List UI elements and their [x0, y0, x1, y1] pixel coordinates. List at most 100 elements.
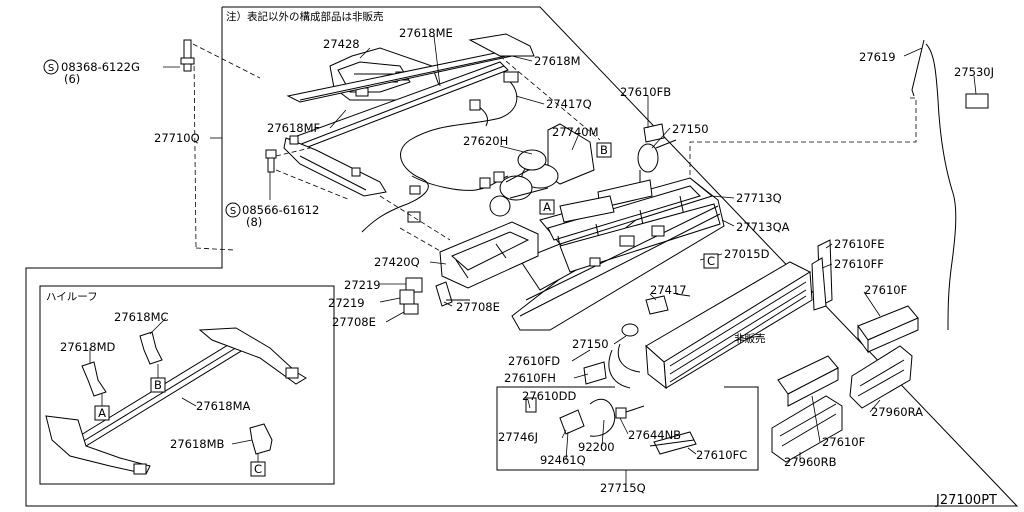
tray-27420Q: [439, 221, 539, 289]
not-sold-label: 非販売: [734, 332, 766, 345]
svg-text:A: A: [543, 200, 551, 214]
label-27219-a: 27219: [344, 278, 381, 292]
highroof-label: ハイルーフ: [46, 291, 98, 303]
label-27618M: 27618M: [534, 54, 581, 68]
label-27715Q: 27715Q: [600, 481, 646, 495]
label-27428: 27428: [323, 37, 360, 51]
heater-core: [645, 261, 813, 390]
label-27610FD: 27610FD: [508, 354, 560, 368]
dash-guide-left: [193, 57, 197, 249]
bracket-27618MC: [139, 331, 163, 365]
drain-tube-27619: [925, 43, 957, 331]
label-27417: 27417: [650, 283, 687, 297]
label-27644NB: 27644NB: [628, 428, 681, 442]
highroof-rail: [45, 327, 307, 475]
dash-screw-top: [192, 43, 261, 79]
ref-marker-B-main: B: [596, 142, 612, 158]
foam-27610F-bottom: [777, 355, 839, 407]
label-27618MF: 27618MF: [267, 121, 320, 135]
dash-guide-right: [689, 97, 917, 176]
label-92200: 92200: [578, 440, 615, 454]
label-27618MA: 27618MA: [196, 399, 251, 413]
label-27530J: 27530J: [954, 65, 994, 79]
label-92461Q: 92461Q: [540, 453, 586, 467]
clip-27530J: [965, 93, 989, 109]
screw-2-circle: S: [225, 202, 241, 218]
ref-marker-C-inset: C: [250, 461, 266, 477]
ref-marker-B-inset: B: [150, 377, 166, 393]
note-not-sold: 注）表記以外の構成部品は非販売: [226, 10, 384, 23]
pad-27610FF: [811, 257, 827, 311]
label-27746J: 27746J: [498, 430, 538, 444]
duct-27960RA: [849, 345, 913, 409]
label-27610FF: 27610FF: [834, 257, 884, 271]
label-screw-2-qty: (8): [246, 215, 262, 229]
duct-27960RB: [771, 395, 843, 463]
svg-text:S: S: [48, 63, 54, 74]
label-27708E-left: 27708E: [332, 315, 376, 329]
label-27618ME: 27618ME: [399, 26, 453, 40]
label-screw-1-code: 08368-6122G: [61, 60, 140, 74]
bracket-27618MD: [81, 361, 107, 397]
main-frame-outline: [25, 6, 1019, 507]
bracket-assembly-top: [283, 33, 535, 197]
leader-lines: [89, 35, 977, 461]
bracket-27618MB: [249, 423, 273, 455]
label-27420Q: 27420Q: [374, 255, 420, 269]
label-27618MB: 27618MB: [170, 437, 225, 451]
label-27960RA: 27960RA: [871, 405, 923, 419]
pipes-bottom: [608, 293, 691, 389]
svg-text:C: C: [254, 462, 262, 476]
blower-motor: [489, 123, 595, 217]
foam-27610F-top: [857, 305, 919, 354]
label-screw-2-code: 08566-61612: [242, 203, 319, 217]
svg-text:B: B: [600, 143, 608, 157]
dash-guide-mid: [379, 195, 451, 241]
label-27610F-top: 27610F: [864, 283, 907, 297]
label-27710Q: 27710Q: [154, 131, 200, 145]
connectors-27219: [399, 277, 470, 315]
label-27610FB: 27610FB: [620, 85, 671, 99]
dash-guide-left-2: [195, 247, 235, 251]
label-27740M: 27740M: [552, 125, 599, 139]
label-27610F-bottom: 27610F: [822, 435, 865, 449]
dash-screw-mid-2: [275, 169, 351, 201]
label-27417Q: 27417Q: [546, 97, 592, 111]
label-27618MD: 27618MD: [60, 340, 116, 354]
label-27610FH: 27610FH: [504, 371, 556, 385]
tube-27619-top: [911, 39, 925, 97]
diagram-code: J27100PT: [935, 493, 997, 508]
screw-1-circle: S: [43, 59, 59, 75]
label-27618MC: 27618MC: [114, 310, 169, 324]
label-27960RB: 27960RB: [784, 455, 837, 469]
ref-marker-C-main: C: [703, 253, 719, 269]
label-27150-bottom: 27150: [572, 337, 609, 351]
label-27015D: 27015D: [724, 247, 770, 261]
svg-text:C: C: [707, 254, 715, 268]
dash-guide-top: [499, 55, 601, 141]
label-27713QA: 27713QA: [736, 220, 790, 234]
label-27610DD: 27610DD: [522, 389, 576, 403]
wiring-harness: [361, 71, 519, 233]
label-27620H: 27620H: [463, 134, 508, 148]
label-27610FC: 27610FC: [696, 448, 747, 462]
dash-screw-mid: [275, 147, 311, 157]
label-27219-b: 27219: [328, 296, 365, 310]
svg-text:A: A: [98, 406, 106, 420]
svg-text:S: S: [230, 206, 236, 217]
highroof-inset-frame: [39, 285, 335, 485]
label-27708E-right: 27708E: [456, 300, 500, 314]
svg-text:B: B: [154, 378, 162, 392]
heater-kit-bracket: [496, 386, 759, 471]
ref-marker-A-main: A: [539, 199, 555, 215]
screw-mid-left: [265, 149, 277, 200]
label-27150-top: 27150: [672, 122, 709, 136]
screw-top-left: [163, 39, 195, 72]
label-screw-1-qty: (6): [64, 72, 80, 86]
actuator-top: [637, 123, 677, 188]
ref-marker-A-inset: A: [94, 405, 110, 421]
label-27713Q: 27713Q: [736, 191, 782, 205]
label-27619: 27619: [859, 50, 896, 64]
